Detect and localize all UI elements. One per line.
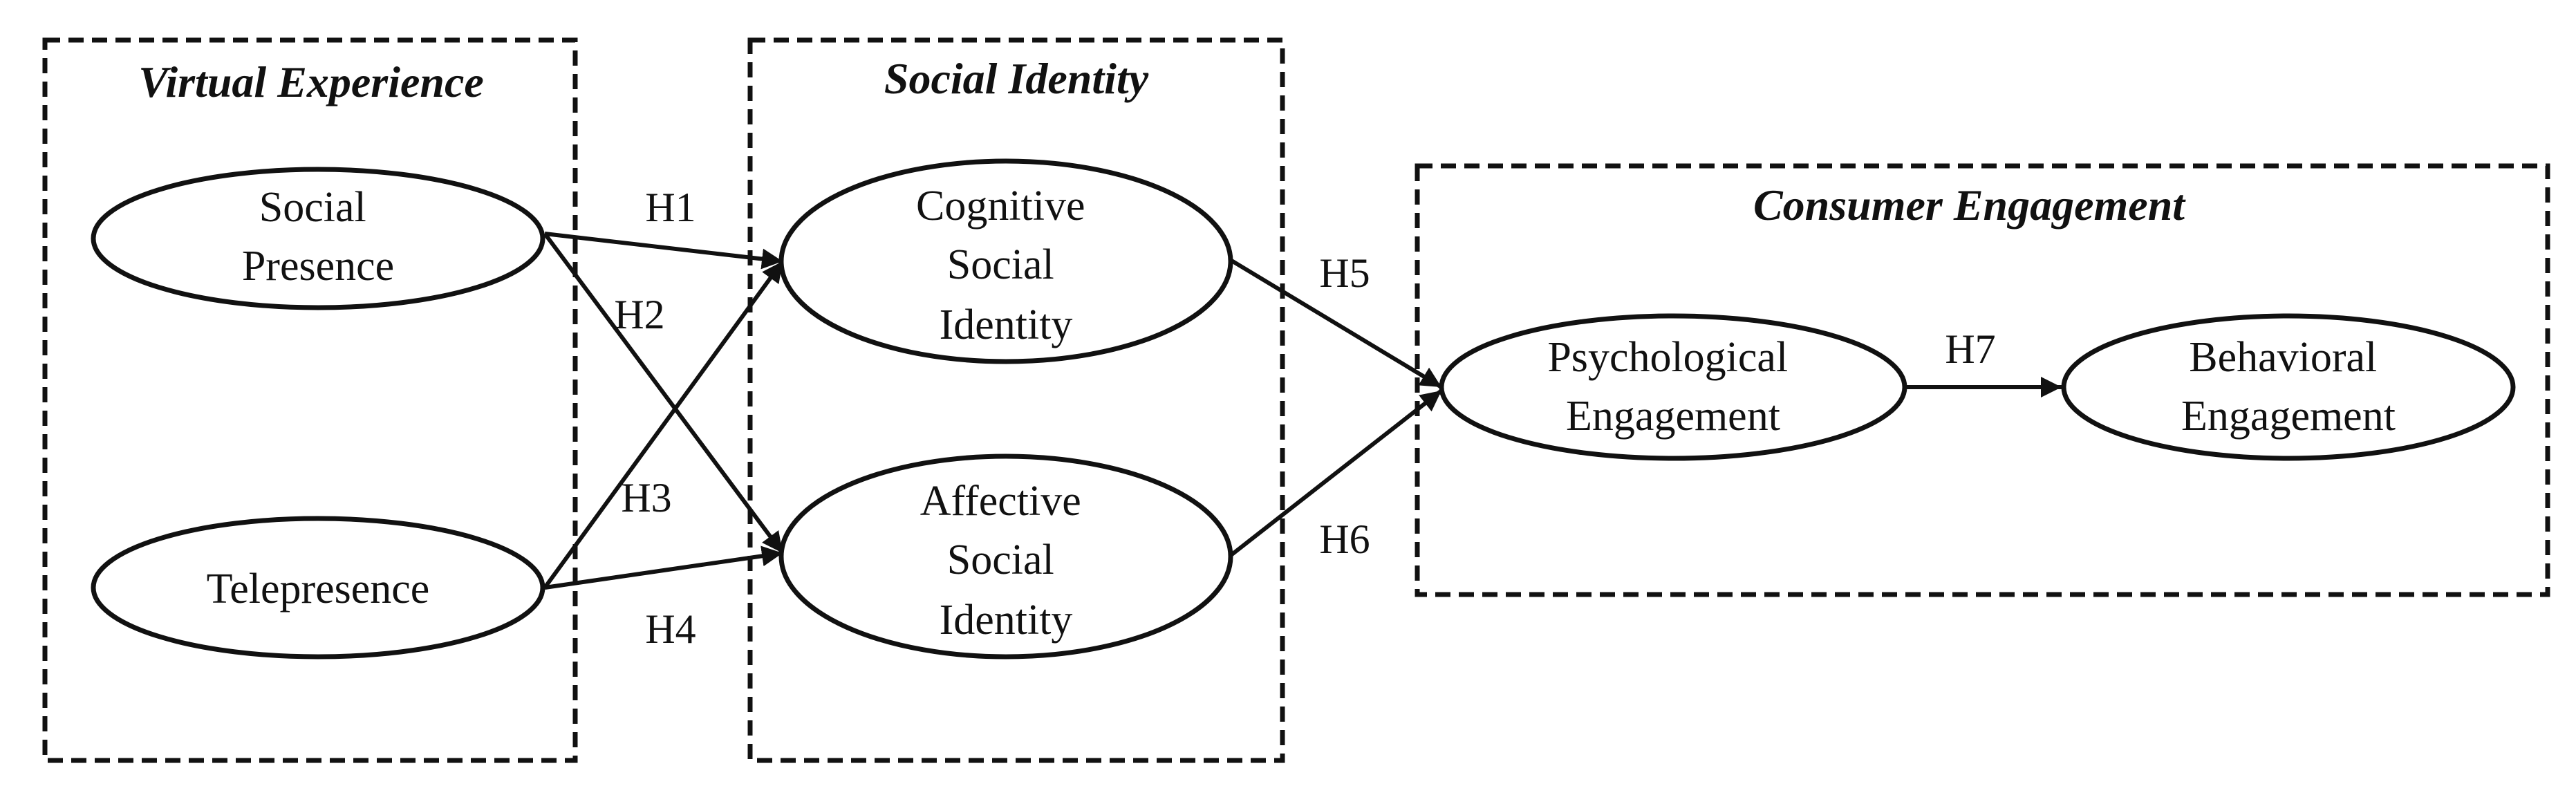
node-psychological-engagement-label: Psychological Engagement [1547,334,1798,440]
node-affective-social-identity-line-2: Social [947,536,1054,583]
node-social-presence-line-1: Social [259,184,366,231]
edge-h4 [544,545,783,590]
edge-label-h7: H7 [1945,326,1995,372]
group-social-identity: Social Identity [747,37,1285,763]
edges: H1 H2 H3 H4 H5 H6 H7 [543,185,2062,652]
node-cognitive-social-identity-label: Cognitive Social Identity [916,183,1096,348]
edge-h1 [544,232,783,270]
node-telepresence-line-1: Telepresence [207,565,430,612]
group-virtual-experience-title: Virtual Experience [138,57,484,106]
group-consumer-engagement-title: Consumer Engagement [1753,180,2186,230]
node-cognitive-social-identity-line-2: Social [947,241,1054,288]
node-affective-social-identity: Affective Social Identity [778,453,1233,660]
node-affective-social-identity-line-3: Identity [940,597,1073,644]
edge-label-h1: H1 [645,185,696,230]
edge-h3 [543,260,785,589]
node-affective-social-identity-line-1: Affective [920,478,1081,525]
node-behavioral-engagement: Behavioral Engagement [2061,313,2516,461]
node-telepresence-ellipse [91,516,545,660]
node-social-presence: Social Presence [91,167,545,310]
node-cognitive-social-identity: Cognitive Social Identity [778,158,1233,364]
group-social-identity-box [747,37,1285,763]
group-social-identity-title: Social Identity [884,54,1149,103]
edge-label-h5: H5 [1319,250,1370,296]
node-cognitive-social-identity-ellipse [778,158,1233,364]
group-consumer-engagement-box [1415,163,2550,597]
node-behavioral-engagement-ellipse [2061,313,2516,461]
node-telepresence-label: Telepresence [207,565,430,612]
node-behavioral-engagement-line-2: Engagement [2181,393,2396,440]
node-cognitive-social-identity-line-1: Cognitive [916,183,1085,230]
node-cognitive-social-identity-line-3: Identity [940,301,1073,348]
edge-label-h4: H4 [645,606,696,652]
node-telepresence: Telepresence [91,516,545,660]
node-affective-social-identity-label: Affective Social Identity [920,478,1092,644]
edge-h2 [543,232,785,554]
node-psychological-engagement-line-2: Engagement [1566,393,1780,440]
group-virtual-experience: Virtual Experience [42,37,578,763]
node-behavioral-engagement-label: Behavioral Engagement [2181,334,2396,440]
node-social-presence-ellipse [91,167,545,310]
node-psychological-engagement-ellipse [1439,313,1907,461]
node-social-presence-line-2: Presence [242,243,394,290]
edge-h6 [1228,389,1443,559]
group-virtual-experience-box [42,37,578,763]
edge-label-h6: H6 [1319,516,1370,562]
group-consumer-engagement: Consumer Engagement [1415,163,2550,597]
node-psychological-engagement: Psychological Engagement [1439,313,1907,461]
node-psychological-engagement-line-1: Psychological [1547,334,1788,381]
edge-h5 [1228,257,1443,389]
node-affective-social-identity-ellipse [778,453,1233,660]
edge-label-h3: H3 [621,475,671,521]
node-behavioral-engagement-line-1: Behavioral [2189,334,2377,381]
edge-label-h2: H2 [614,292,664,337]
node-social-presence-label: Social Presence [242,184,394,290]
